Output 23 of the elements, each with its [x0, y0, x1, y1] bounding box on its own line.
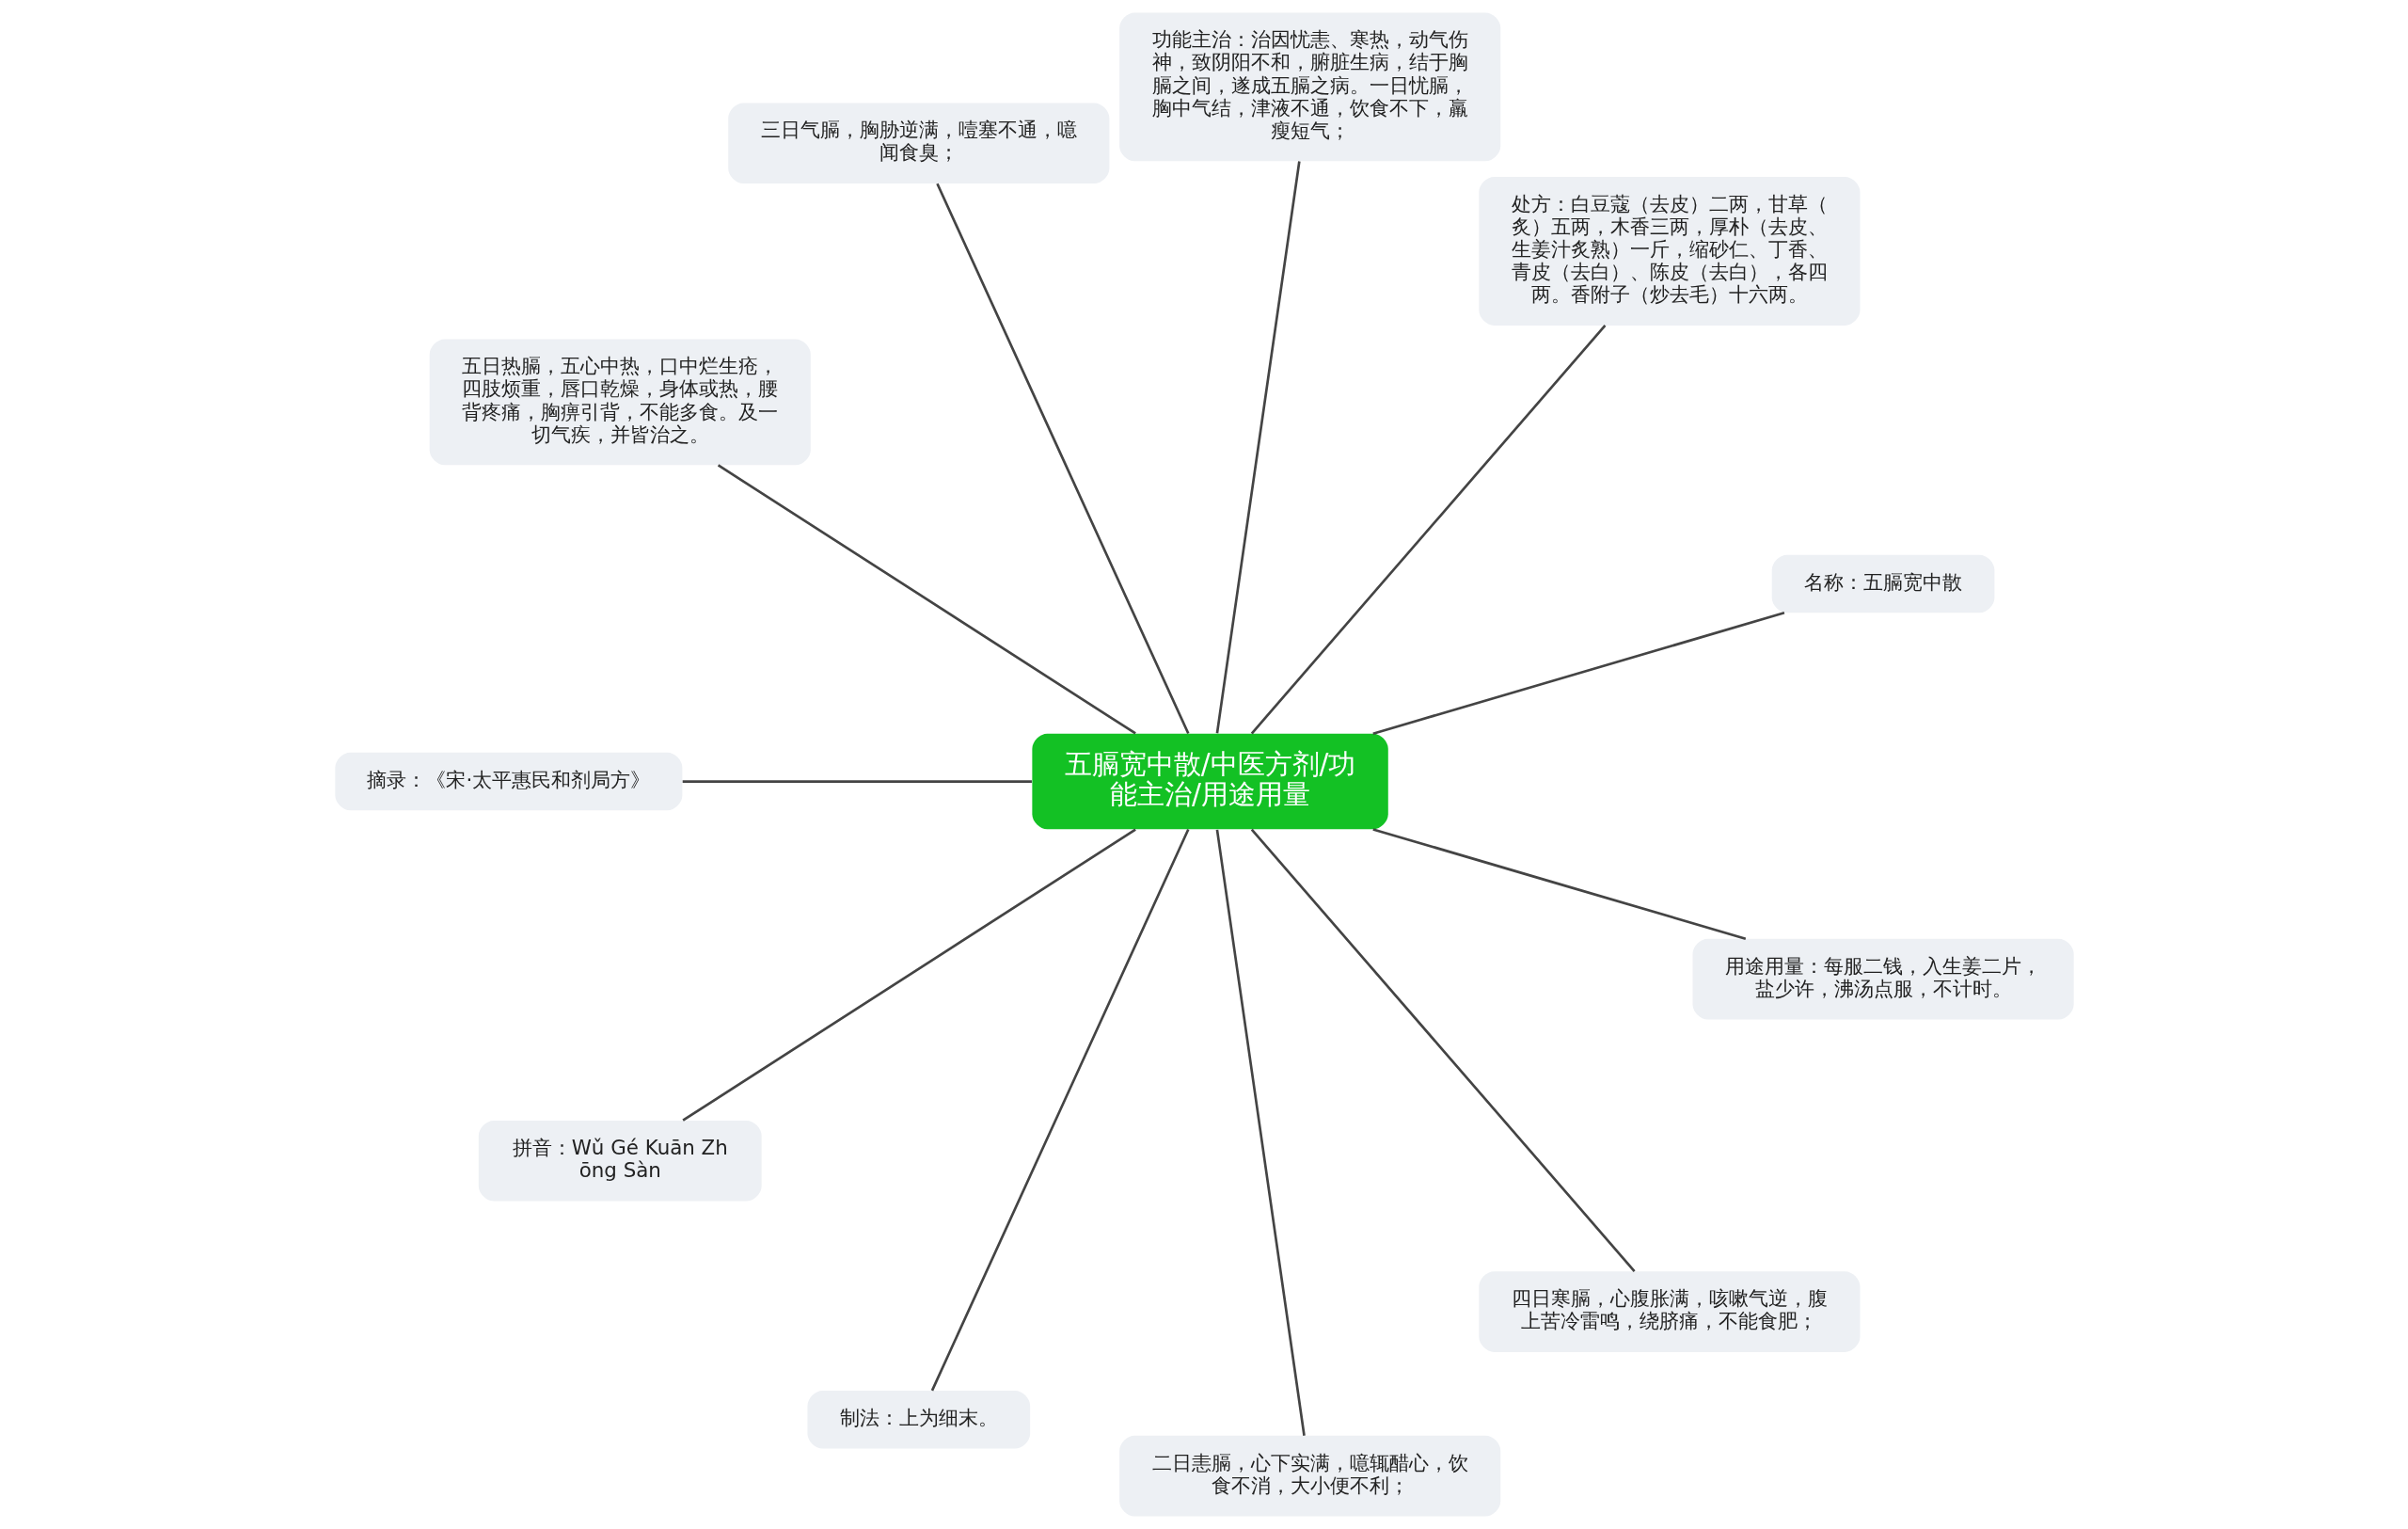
node-box: 制法：上为细末。: [806, 1391, 1030, 1449]
connector: [1215, 829, 1306, 1436]
node-box: 五日热膈，五心中热，口中烂生疮，四肢烦重，唇口乾燥，身体或热，腰背疼痛，胸痹引背，不能多食。及一切气疾，并皆治之。: [429, 339, 811, 466]
connector: [1250, 828, 1636, 1272]
connector: [1215, 161, 1301, 734]
connector: [930, 828, 1189, 1392]
connector: [681, 828, 1136, 1122]
connector: [1371, 612, 1784, 735]
node-box: 三日气膈，胸胁逆满，噎塞不通，噫闻食臭；: [727, 103, 1109, 184]
connector: [1371, 828, 1746, 940]
connector: [717, 464, 1136, 735]
node-box: 二日恚膈，心下实满，噫辄醋心，饮食不消，大小便不利；: [1118, 1435, 1500, 1517]
connector: [682, 780, 1032, 783]
node-box: 拼音：Wǔ Gé Kuān Zhōng Sàn: [478, 1120, 762, 1202]
node-box: 摘录：《宋·太平惠民和剂局方》: [334, 752, 682, 811]
node-box: 四日寒膈，心腹胀满，咳嗽气逆，腹上苦冷雷鸣，绕脐痛，不能食肥；: [1478, 1271, 1860, 1352]
node-box: 名称：五膈宽中散: [1771, 554, 1994, 613]
node-box: 功能主治：治因忧恚、寒热，动气伤神，致阴阳不和，腑脏生病，结于胸膈之间，遂成五膈之病。一日忧膈，胸中气结，津液不通，饮食不下，羸瘦短气；: [1118, 12, 1500, 162]
node-box: 处方：白豆蔻（去皮）二两，甘草（炙）五两，木香三两，厚朴（去皮、生姜汁炙熟）一斤，缩砂仁、丁香、青皮（去白）、陈皮（去白），各四两。香附子（炒去毛）十六两。: [1478, 177, 1860, 326]
node-box: 五膈宽中散/中医方剂/功能主治/用途用量: [1031, 733, 1388, 830]
node-box: 用途用量：每服二钱，入生姜二片，盐少许，沸汤点服，不计时。: [1692, 938, 2074, 1020]
connector: [935, 183, 1189, 735]
connector: [1250, 325, 1606, 735]
